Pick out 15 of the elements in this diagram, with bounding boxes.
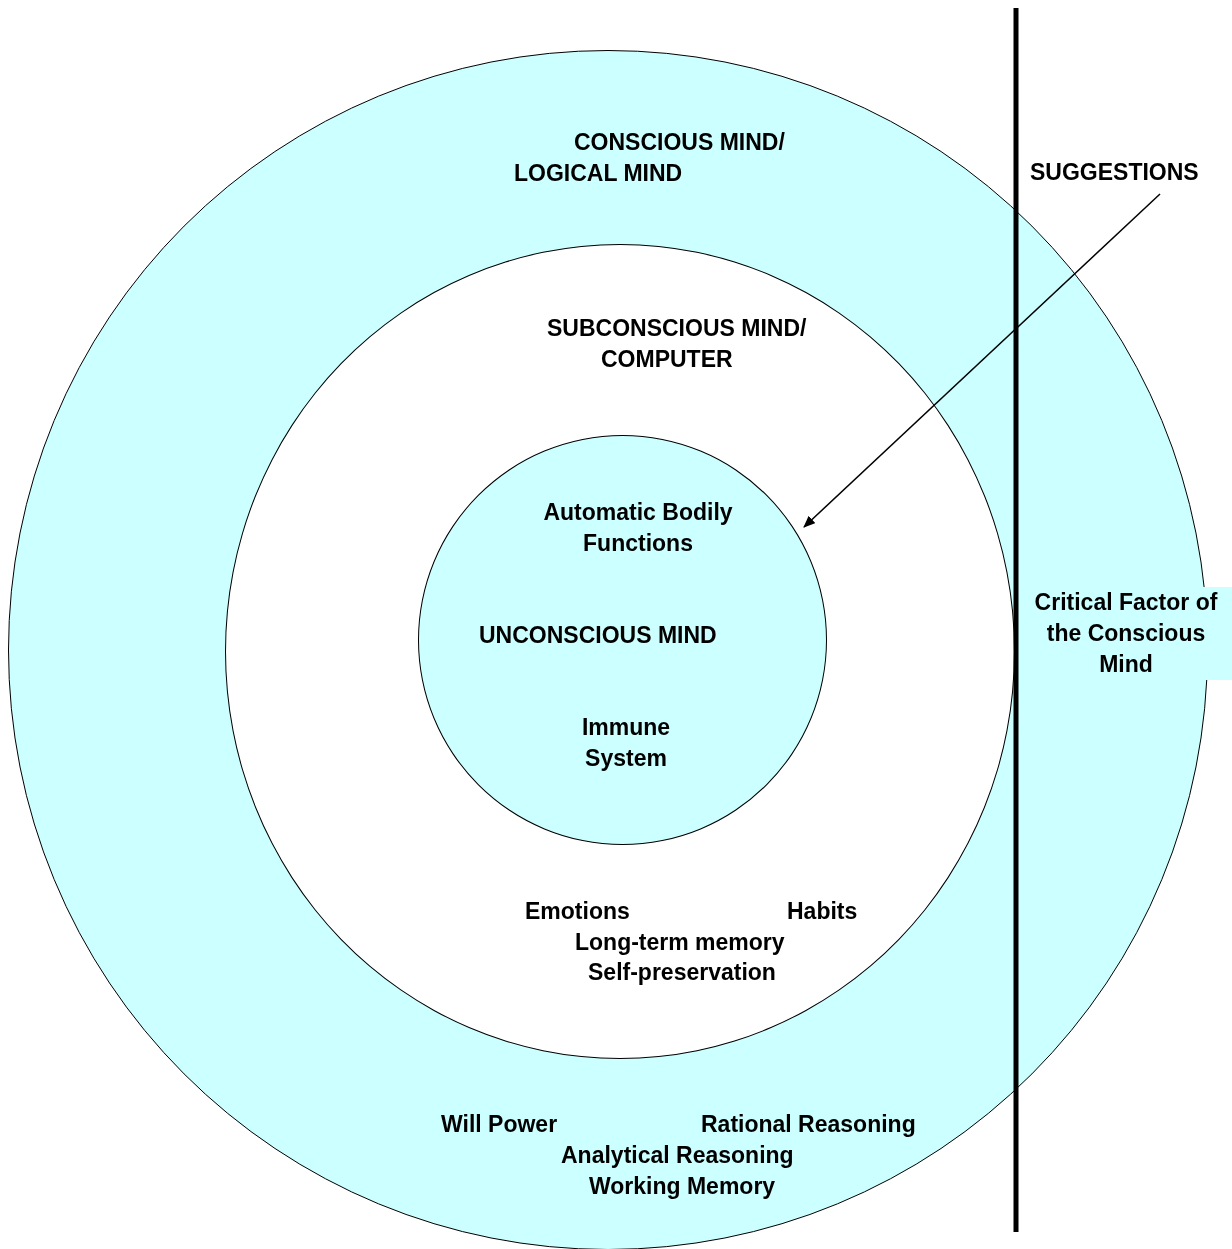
region-label: Long-term memory xyxy=(575,928,785,957)
arrow xyxy=(803,193,1161,528)
region-label: Will Power xyxy=(441,1110,558,1139)
region-label: Automatic Bodily Functions xyxy=(542,498,734,558)
region-label: Analytical Reasoning xyxy=(561,1141,794,1170)
region-label: Working Memory xyxy=(589,1172,776,1201)
region-label: Rational Reasoning xyxy=(701,1110,916,1139)
region-label: UNCONSCIOUS MIND xyxy=(479,621,717,650)
region-label: Habits xyxy=(787,897,858,926)
region-title: CONSCIOUS MIND/ LOGICAL MIND xyxy=(514,128,786,188)
bare-text: SUGGESTIONS xyxy=(1030,157,1199,188)
region-label: Self-preservation xyxy=(588,958,776,987)
region-label: Immune System xyxy=(580,713,672,773)
region-label: Emotions xyxy=(525,897,630,926)
region-title: SUBCONSCIOUS MIND/ COMPUTER xyxy=(547,314,808,374)
